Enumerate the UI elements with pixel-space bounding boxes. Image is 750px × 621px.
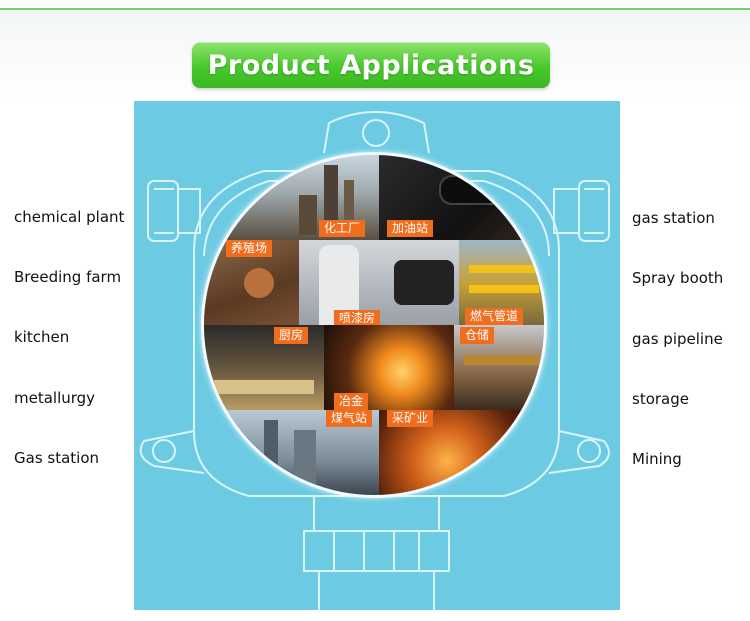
storage-tag: 仓储	[460, 327, 495, 344]
chemical-plant-tag: 化工厂	[319, 220, 366, 237]
label-spray-booth: Spray booth	[632, 269, 724, 287]
spray-booth-tag: 喷漆房	[334, 310, 381, 325]
chemical-plant-photo: 化工厂	[204, 155, 379, 240]
breeding-farm-tag: 养殖场	[226, 240, 273, 257]
mining-tag: 采矿业	[387, 410, 434, 427]
label-chemical-plant: chemical plant	[14, 208, 125, 226]
kitchen-photo: 厨房	[204, 325, 324, 410]
label-mining: Mining	[632, 450, 682, 468]
label-gas-pipeline: gas pipeline	[632, 330, 723, 348]
metallurgy-photo: 冶金	[324, 325, 454, 410]
refueling-photo: 加油站	[379, 155, 544, 240]
kitchen-tag: 厨房	[274, 327, 309, 344]
gas-pipeline-photo: 燃气管道	[459, 240, 544, 325]
refueling-tag: 加油站	[387, 220, 434, 237]
label-storage: storage	[632, 390, 689, 408]
label-kitchen: kitchen	[14, 328, 70, 346]
top-divider	[0, 8, 750, 10]
storage-photo: 仓储	[454, 325, 544, 410]
page-title: Product Applications	[207, 49, 535, 81]
metallurgy-tag: 冶金	[334, 393, 369, 410]
label-metallurgy: metallurgy	[14, 389, 96, 407]
application-photo-collage: 化工厂 加油站 养殖场 喷漆房 燃气管道 厨房 冶金 仓储 煤气站 采矿业	[201, 152, 547, 498]
gas-station-plant-tag: 煤气站	[326, 410, 373, 427]
breeding-farm-photo: 养殖场	[204, 240, 299, 325]
gas-station-plant-photo: 煤气站	[204, 410, 379, 495]
label-gas-station-right: gas station	[632, 209, 715, 227]
spray-booth-photo: 喷漆房	[299, 240, 459, 325]
label-breeding-farm: Breeding farm	[14, 268, 122, 286]
gas-pipeline-tag: 燃气管道	[465, 308, 524, 325]
mining-photo: 采矿业	[379, 410, 544, 495]
title-banner: Product Applications	[192, 42, 550, 88]
label-gas-station-left: Gas station	[14, 449, 100, 467]
